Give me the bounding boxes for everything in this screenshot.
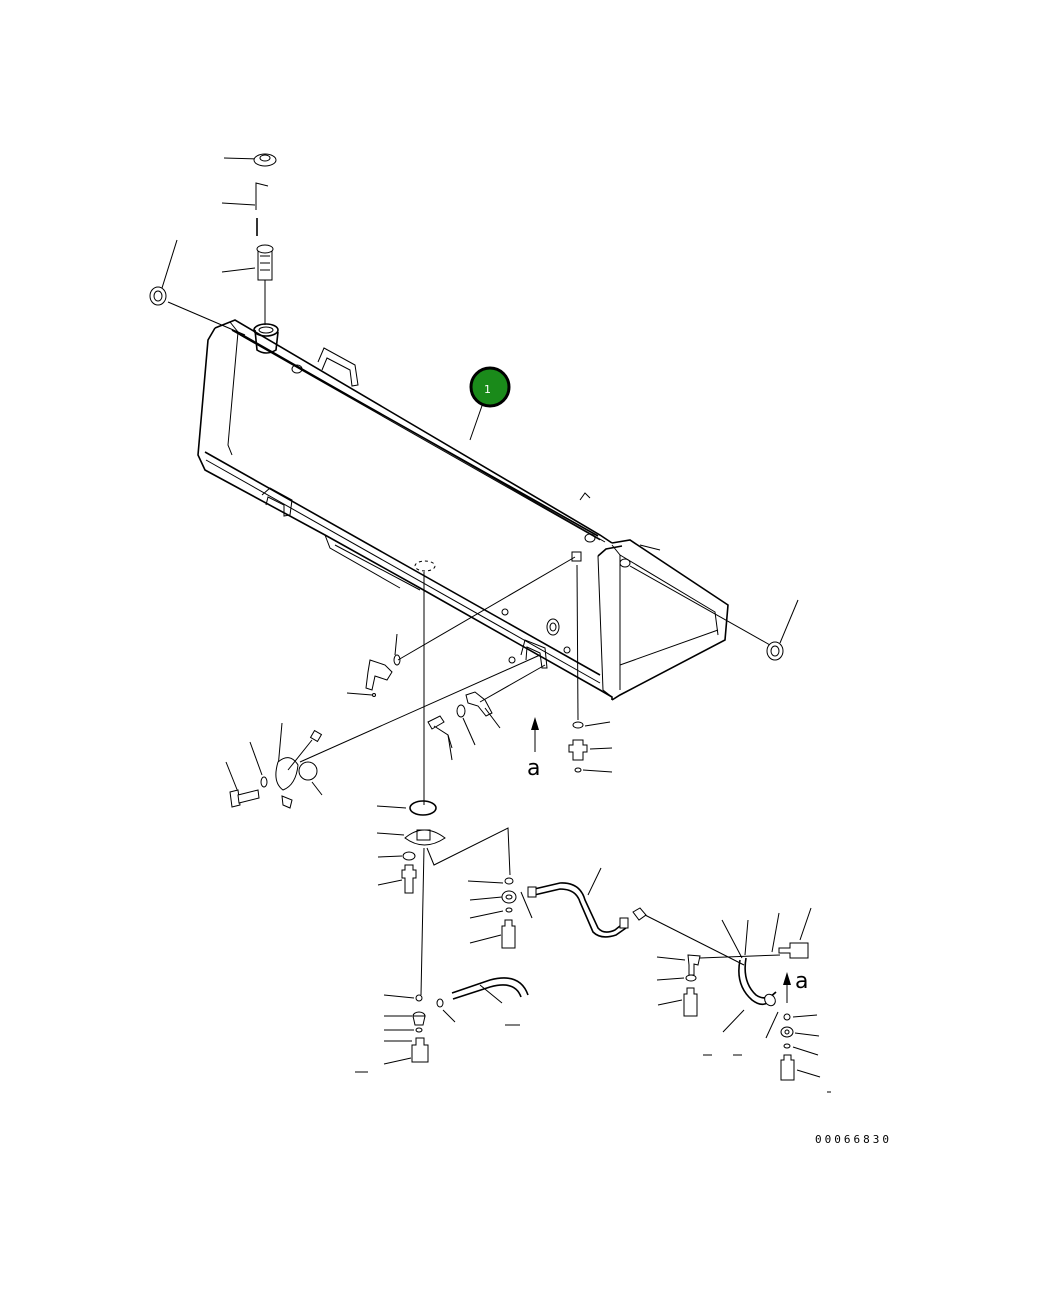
suction-tube-stack (355, 572, 511, 1073)
elbow-fitting (346, 556, 576, 697)
callout-1-number: 1 (484, 383, 491, 396)
fuel-tank (197, 319, 729, 701)
drawing-number: 00066830 (815, 1133, 892, 1146)
level-gauge (225, 654, 541, 809)
end-grommet (629, 565, 799, 661)
center-hose-group (436, 867, 745, 1026)
view-arrow-a-upper: a (527, 717, 540, 781)
bolt-washer-bracket (427, 664, 546, 761)
filler-cap-assembly (149, 153, 277, 336)
drain-plug-stack (568, 564, 613, 773)
right-hose-group: a (656, 907, 831, 1093)
view-label-a-upper: a (527, 756, 540, 781)
callout-1[interactable]: 1 (469, 366, 511, 441)
view-label-a-lower: a (795, 969, 808, 994)
